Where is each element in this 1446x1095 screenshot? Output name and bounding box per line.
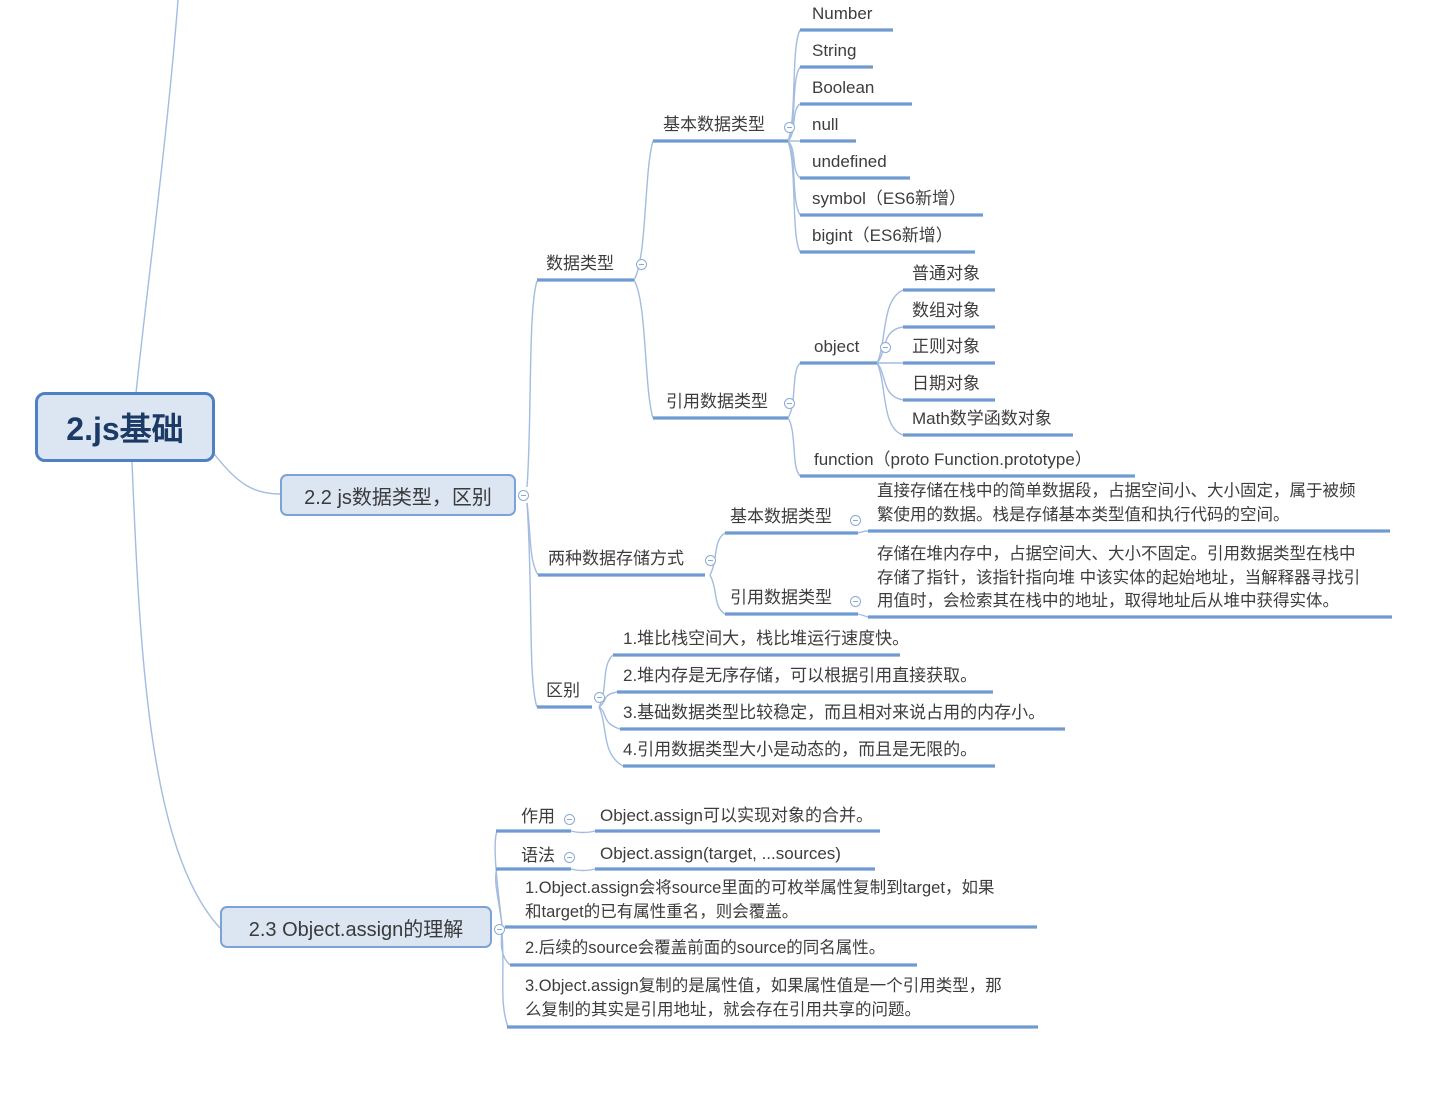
node-symbol[interactable]: symbol（ES6新增） [812, 189, 966, 208]
root-label: 2.js基础 [66, 411, 184, 447]
node-assign-note-2[interactable]: 2.后续的source会覆盖前面的source的同名属性。 [525, 939, 886, 957]
node-syntax-label[interactable]: 语法 [521, 846, 555, 865]
node-bigint[interactable]: bigint（ES6新增） [812, 226, 953, 245]
node-difference-item-2[interactable]: 2.堆内存是无序存储，可以根据引用直接获取。 [623, 666, 978, 685]
node-math-object[interactable]: Math数学函数对象 [912, 409, 1052, 428]
node-difference-item-3[interactable]: 3.基础数据类型比较稳定，而且相对来说占用的内存小。 [623, 703, 1046, 722]
collapse-icon-storage-methods[interactable] [705, 555, 716, 566]
collapse-icon-reference-data-type[interactable] [784, 398, 795, 409]
node-array-object[interactable]: 数组对象 [912, 301, 980, 320]
branch-2-3-label: 2.3 Object.assign的理解 [248, 918, 464, 941]
node-purpose-label[interactable]: 作用 [521, 807, 555, 826]
node-null[interactable]: null [812, 115, 839, 134]
collapse-icon-storage-reference[interactable] [850, 596, 861, 607]
node-storage-reference[interactable]: 引用数据类型 [730, 588, 832, 607]
branch-2-2-label: 2.2 js数据类型，区别 [304, 486, 492, 509]
collapse-icon-difference[interactable] [594, 692, 605, 703]
node-plain-object[interactable]: 普通对象 [912, 264, 980, 283]
node-difference-item-4[interactable]: 4.引用数据类型大小是动态的，而且是无限的。 [623, 740, 978, 759]
branch-2-3-node[interactable]: 2.3 Object.assign的理解 [220, 906, 492, 948]
collapse-icon-data-type[interactable] [636, 259, 647, 270]
node-object[interactable]: object [814, 337, 860, 356]
node-storage-basic-desc[interactable]: 直接存储在栈中的简单数据段，占据空间小、大小固定，属于被频 繁使用的数据。栈是存… [877, 482, 1356, 524]
collapse-icon-syntax[interactable] [564, 852, 575, 863]
node-reference-data-type[interactable]: 引用数据类型 [666, 392, 768, 411]
node-assign-note-1[interactable]: 1.Object.assign会将source里面的可枚举属性复制到target… [525, 879, 995, 921]
node-difference-item-1[interactable]: 1.堆比栈空间大，栈比堆运行速度快。 [623, 629, 910, 648]
node-date-object[interactable]: 日期对象 [912, 374, 980, 393]
node-storage-methods[interactable]: 两种数据存储方式 [548, 549, 684, 568]
node-storage-basic[interactable]: 基本数据类型 [730, 507, 832, 526]
collapse-icon-basic-data-type[interactable] [784, 122, 795, 133]
node-boolean[interactable]: Boolean [812, 78, 875, 97]
collapse-icon-purpose[interactable] [564, 814, 575, 825]
node-basic-data-type[interactable]: 基本数据类型 [663, 115, 765, 134]
collapse-icon-branch-2-3[interactable] [494, 924, 505, 935]
collapse-icon-storage-basic[interactable] [850, 515, 861, 526]
node-string[interactable]: String [812, 41, 857, 60]
collapse-icon-object[interactable] [880, 342, 891, 353]
node-syntax-value[interactable]: Object.assign(target, ...sources) [600, 844, 841, 863]
node-undefined[interactable]: undefined [812, 152, 887, 171]
node-storage-reference-desc[interactable]: 存储在堆内存中，占据空间大、大小不固定。引用数据类型在栈中 存储了指针，该指针指… [877, 545, 1361, 610]
node-difference[interactable]: 区别 [546, 681, 580, 700]
node-data-type[interactable]: 数据类型 [546, 254, 614, 273]
node-regex-object[interactable]: 正则对象 [912, 337, 980, 356]
node-assign-note-3[interactable]: 3.Object.assign复制的是属性值，如果属性值是一个引用类型，那 么复… [525, 977, 1002, 1019]
collapse-icon-branch-2-2[interactable] [518, 490, 529, 501]
node-purpose-value[interactable]: Object.assign可以实现对象的合并。 [600, 806, 873, 825]
node-number[interactable]: Number [812, 4, 873, 23]
branch-2-2-node[interactable]: 2.2 js数据类型，区别 [280, 474, 516, 516]
node-function[interactable]: function（proto Function.prototype） [814, 450, 1092, 469]
root-node[interactable]: 2.js基础 [35, 392, 215, 462]
